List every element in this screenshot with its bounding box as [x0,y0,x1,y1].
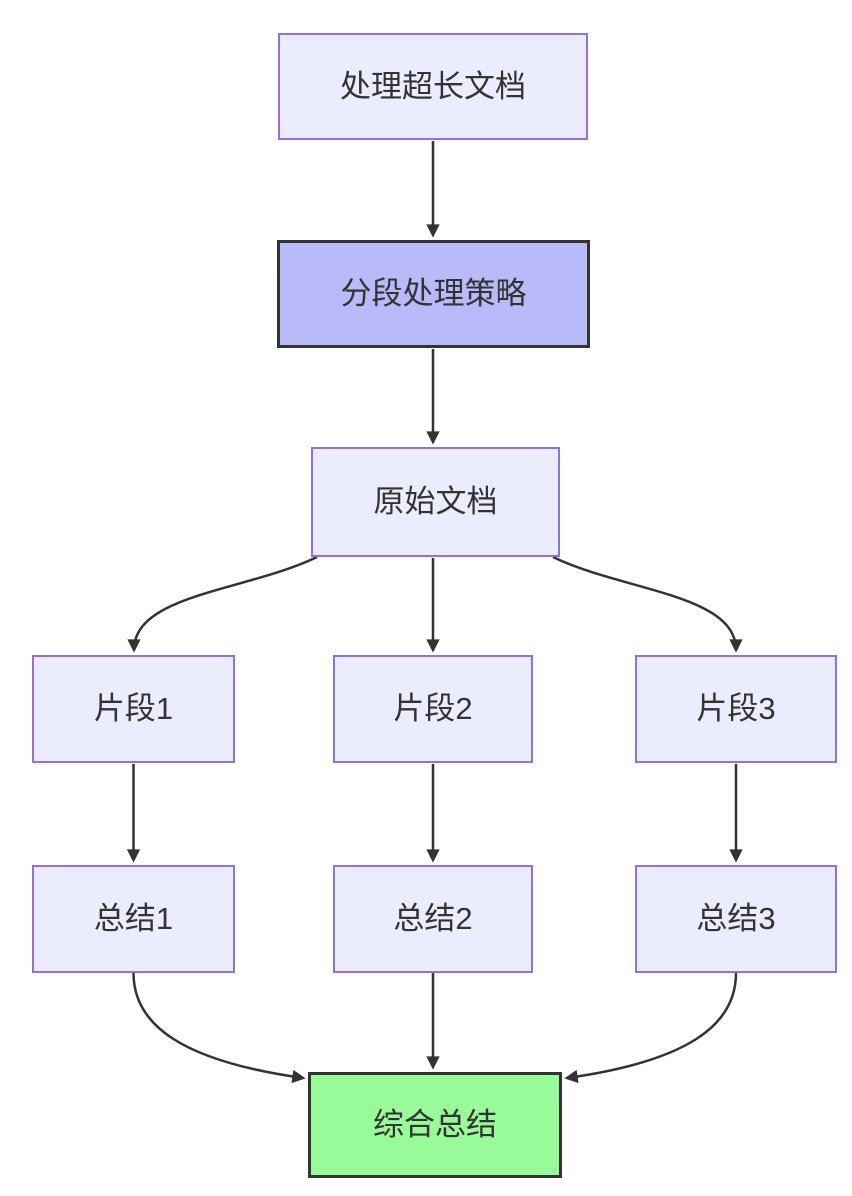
node-seg3: 片段3 [635,655,837,763]
node-seg1-label: 片段1 [93,691,174,727]
edge-original-seg1 [127,555,318,653]
node-seg3-label: 片段3 [696,691,776,727]
node-original: 原始文档 [311,447,560,557]
node-seg1: 片段1 [32,655,235,763]
node-strategy-label: 分段处理策略 [340,276,527,312]
node-doc-label: 处理超长文档 [340,68,526,104]
node-sum1: 总结1 [32,865,235,973]
edge-sum3-final [564,972,738,1084]
edge-original-seg3 [552,555,743,653]
node-seg2: 片段2 [333,655,533,763]
node-sum2: 总结2 [333,865,533,973]
edge-sum1-final [132,972,306,1084]
node-sum3-label: 总结3 [696,901,776,937]
node-sum1-label: 总结1 [93,901,174,937]
node-strategy: 分段处理策略 [277,240,590,348]
node-seg2-label: 片段2 [393,691,473,727]
node-original-label: 原始文档 [373,484,498,520]
node-final: 综合总结 [308,1072,562,1178]
node-doc: 处理超长文档 [278,33,588,140]
node-sum3: 总结3 [635,865,837,973]
node-final-label: 综合总结 [373,1107,497,1143]
node-sum2-label: 总结2 [393,901,473,937]
